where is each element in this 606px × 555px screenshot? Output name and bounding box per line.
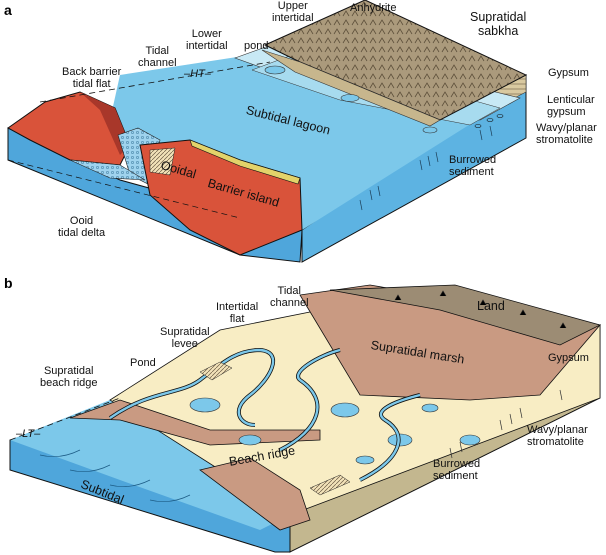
label-lenticular-line1: Lenticular xyxy=(547,94,595,106)
label-lower-intertidal: Lower intertidal xyxy=(186,28,228,52)
label-supratidal-beach-ridge: Supratidal beach ridge xyxy=(40,365,98,389)
label-supratidal-sabkha-line2: sabkha xyxy=(477,24,519,38)
tide-marker-lt: –LT– xyxy=(16,428,41,440)
label-supratidal-sabkha: Supratidal sabkha xyxy=(470,10,526,38)
lenticular-gypsum-marks xyxy=(474,114,504,128)
label-burrowed-b-line1: Burrowed xyxy=(433,458,481,470)
label-tidal-channel-a: Tidal channel xyxy=(138,45,177,69)
label-lower-intertidal-line2: intertidal xyxy=(186,40,228,52)
subtidal-wave-lines xyxy=(39,449,191,502)
anhydrite-band xyxy=(261,49,441,127)
label-burrowed-sediment-b: Burrowed sediment xyxy=(433,458,480,482)
tidal-channel-3-fill xyxy=(359,393,421,482)
label-tidal-channel-b-line1: Tidal xyxy=(277,285,301,297)
label-lenticular-line2: gypsum xyxy=(547,106,586,118)
label-tidal-channel-a-line1: Tidal xyxy=(145,45,169,57)
land-vegetation-marks xyxy=(394,290,567,329)
label-burrowed-b-line2: sediment xyxy=(433,470,478,482)
tidal-channel-2-fill xyxy=(279,348,341,452)
label-burrowed-sediment-a: Burrowed sediment xyxy=(449,154,496,178)
panel-label-b: b xyxy=(4,275,13,291)
high-tide-line xyxy=(39,61,271,103)
label-wavy-planar-stromatolite-a: Wavy/planar stromatolite xyxy=(536,122,597,146)
label-land: Land xyxy=(477,299,505,313)
label-upper-intertidal-line1: Upper xyxy=(277,0,308,12)
label-ooid-line1: Ooid xyxy=(69,215,94,227)
barrier-stripes xyxy=(149,147,176,176)
barrier-island-shore xyxy=(189,139,301,185)
label-supratidal-sabkha-line1: Supratidal xyxy=(470,10,527,24)
label-levee-line2: levee xyxy=(171,338,198,350)
levee-stripes-2 xyxy=(309,474,351,496)
label-burrowed-a-line2: sediment xyxy=(449,166,494,178)
label-tidal-channel-b: Tidal channel xyxy=(270,285,309,309)
label-stromatolite-b-line1: Wavy/planar xyxy=(527,424,588,436)
label-upper-intertidal: Upper intertidal xyxy=(272,0,314,24)
burrow-marks-a xyxy=(359,125,493,211)
label-pond-a: pond xyxy=(244,40,269,52)
label-lower-intertidal-line1: Lower xyxy=(191,28,222,40)
label-pond-b: Pond xyxy=(130,357,156,369)
label-intertidal-flat-line2: flat xyxy=(229,313,245,325)
supratidal-sabkha-surface xyxy=(263,0,528,121)
panel-label-a: a xyxy=(4,2,12,18)
burrow-marks-b xyxy=(449,389,563,459)
label-ooid-tidal-delta: Ooid tidal delta xyxy=(58,215,105,239)
block-diagram-a xyxy=(7,0,528,263)
block-diagram-b xyxy=(9,284,602,553)
pond-a-2 xyxy=(340,94,360,102)
beach-ridge xyxy=(199,457,311,531)
ooid-tidal-delta xyxy=(69,159,146,181)
label-back-barrier-line2: tidal flat xyxy=(72,78,111,90)
label-wavy-planar-stromatolite-b: Wavy/planar stromatolite xyxy=(527,424,588,448)
label-tidal-channel-a-line2: channel xyxy=(138,57,177,69)
pond-a-1 xyxy=(264,65,286,75)
label-upper-intertidal-line2: intertidal xyxy=(272,12,314,24)
label-stromatolite-b-line2: stromatolite xyxy=(527,436,584,448)
label-intertidal-flat: Intertidal flat xyxy=(216,301,258,325)
label-gypsum-a: Gypsum xyxy=(548,67,589,79)
label-stromatolite-a-line2: stromatolite xyxy=(536,134,593,146)
supratidal-levee xyxy=(199,361,233,381)
label-beach-ridge-line2: beach ridge xyxy=(40,377,98,389)
tide-marker-lt-text: LT xyxy=(22,428,35,440)
ponds-b xyxy=(189,397,481,465)
pond-a-3 xyxy=(422,126,438,134)
tidal-channel-1-fill xyxy=(109,348,275,427)
label-supratidal-levee: Supratidal levee xyxy=(160,326,210,350)
tide-marker-ht-text: HT xyxy=(190,68,205,80)
label-burrowed-a-line1: Burrowed xyxy=(449,154,497,166)
label-tidal-channel-b-line2: channel xyxy=(270,297,309,309)
label-stromatolite-a-line1: Wavy/planar xyxy=(536,122,597,134)
label-ooid-line2: tidal delta xyxy=(58,227,106,239)
tide-marker-ht: –HT– xyxy=(184,68,211,80)
label-levee-line1: Supratidal xyxy=(160,326,210,338)
label-anhydrite: Anhydrite xyxy=(350,2,397,14)
label-back-barrier-tidal-flat: Back barrier tidal flat xyxy=(62,66,121,90)
label-back-barrier-line1: Back barrier xyxy=(62,66,122,78)
label-beach-ridge-line1: Supratidal xyxy=(43,365,94,377)
label-lenticular-gypsum: Lenticular gypsum xyxy=(547,94,595,118)
subtidal-surface xyxy=(10,400,290,530)
label-intertidal-flat-line1: Intertidal xyxy=(216,301,259,313)
back-barrier-ridge-dark xyxy=(80,92,130,155)
label-gypsum-b: Gypsum xyxy=(548,352,589,364)
